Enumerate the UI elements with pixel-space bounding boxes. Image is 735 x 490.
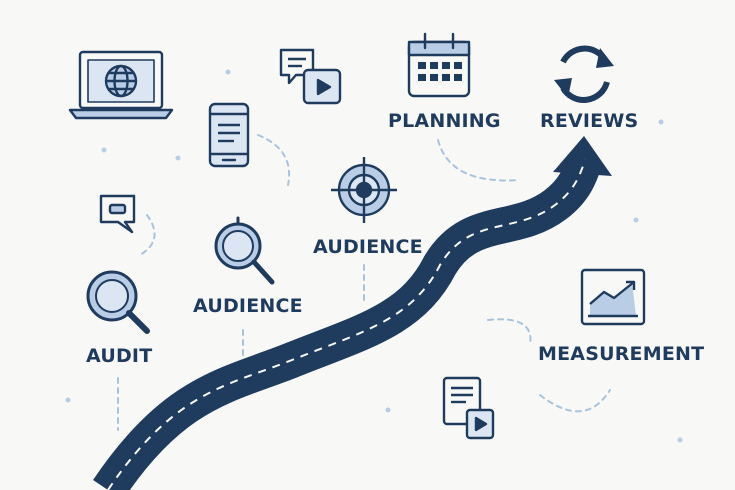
chat-video-icon — [279, 48, 342, 105]
road-center-line — [107, 159, 586, 490]
chat-bubble-icon — [99, 194, 136, 234]
refresh-icon — [554, 45, 614, 103]
laptop-globe-icon — [68, 50, 174, 120]
road-arrow — [93, 136, 612, 490]
label-audience-left: AUDIENCE — [193, 295, 303, 317]
document-video-icon — [442, 376, 495, 440]
decorative-dots — [65, 69, 683, 443]
search-icon — [86, 270, 150, 334]
label-audience-center: AUDIENCE — [313, 236, 423, 258]
smartphone-icon — [208, 102, 250, 168]
dashed-connectors — [117, 134, 611, 431]
magnifier-icon — [214, 216, 275, 285]
label-planning: PLANNING — [388, 110, 501, 132]
calendar-icon — [407, 32, 471, 98]
label-measurement: MEASUREMENT — [538, 343, 705, 365]
label-reviews: REVIEWS — [540, 110, 639, 132]
chart-monitor-icon — [580, 268, 646, 326]
label-audit: AUDIT — [86, 345, 153, 367]
target-icon — [331, 157, 397, 223]
